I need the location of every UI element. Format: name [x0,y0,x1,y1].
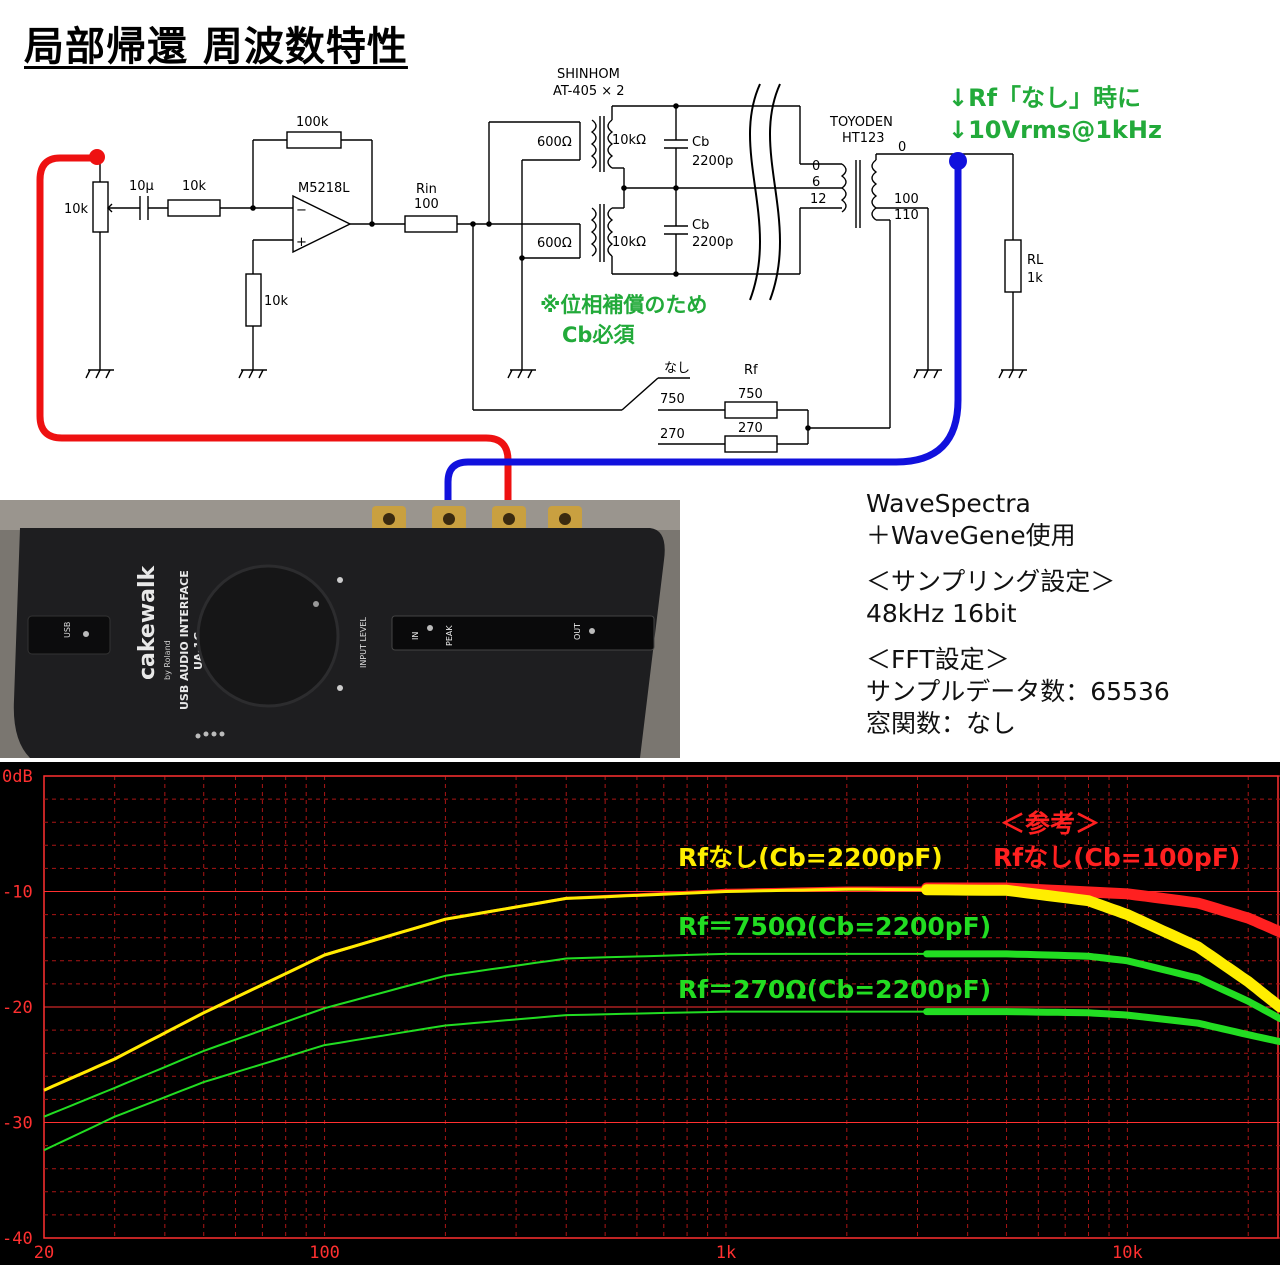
series-label-rf-750: Rf＝750Ω(Cb=2200pF) [678,912,991,941]
cb-bottom-value: 2200p [692,235,733,250]
series-label-rf-none-100pf: Rfなし(Cb=100pF) [993,843,1240,872]
x-tick-label: 10k [1112,1243,1143,1263]
red-cable [36,154,512,500]
x-tick-label: 20 [34,1243,54,1263]
switch-270-label: 270 [660,427,685,442]
series-band [923,950,1280,1023]
rca-jack [548,506,582,532]
transformer-name: SHINHOM [557,67,620,82]
coupling-cap-label: 10µ [129,179,154,194]
fft-window: 窓関数：なし [866,709,1017,738]
cb-bottom-name: Cb [692,218,709,233]
switch-750-label: 750 [660,392,685,407]
switch-none-label: なし [664,361,690,376]
brand-logo: cakewalk [135,564,160,680]
level-note-line1: ↓Rf「なし」時に [948,84,1141,112]
fft-header: ＜FFT設定＞ [866,645,1010,674]
model-line1: USB AUDIO INTERFACE [178,570,191,710]
chart-curves [43,882,1280,1152]
transformer-model: AT-405 × 2 [553,84,625,99]
input-level-knob[interactable] [196,564,340,708]
series-band [921,884,1280,1013]
rf-270-label: 270 [738,421,763,436]
notes-software-line1: WaveSpectra [866,489,1031,518]
opamp-minus: − [296,203,307,218]
rin-name: Rin [416,182,437,197]
sampling-header: ＜サンプリング設定＞ [866,567,1116,596]
secondary-imp-bottom: 10kΩ [612,235,646,250]
output-probe-point [949,152,967,170]
reference-label: ＜参考＞ [1000,809,1100,838]
usb-label: USB [63,622,72,638]
rf-750-label: 750 [738,387,763,402]
measurement-notes: WaveSpectra ＋WaveGene使用 ＜サンプリング設定＞ 48kHz… [866,488,1170,740]
primary-imp-top: 600Ω [537,135,572,150]
pot-label: 10k [64,202,89,217]
fft-samples: サンプルデータ数：65536 [866,677,1170,706]
x-tick-label: 1k [716,1243,736,1263]
compensation-note-line1: ※位相補償のため [540,293,707,317]
tap-12: 12 [810,192,827,207]
rca-jack [372,506,406,532]
cb-top-value: 2200p [692,154,733,169]
rca-jack [492,506,526,532]
series-label-rf-none-2200pf: Rfなし(Cb=2200pF) [678,843,943,872]
primary-imp-bottom: 600Ω [537,236,572,251]
peak-label: PEAK [445,625,454,646]
load-name: RL [1027,253,1044,268]
level-note-line2: ↓10Vrms@1kHz [948,116,1162,144]
y-tick-label: -10 [2,883,33,903]
tap-100: 100 [894,192,919,207]
load-value: 1k [1027,271,1043,286]
output-transformer-model: HT123 [842,131,885,146]
rf-name: Rf [744,363,758,378]
rca-jack [432,506,466,532]
compensation-note-line2: Cb必須 [562,323,635,347]
ground-res-label: 10k [264,294,289,309]
page-title: 局部帰還 周波数特性 [24,24,408,70]
tap-0-secondary: 0 [898,140,906,155]
x-tick-label: 100 [309,1243,340,1263]
y-tick-label: -20 [2,998,33,1018]
input-level-label: INPUT LEVEL [359,617,368,668]
notes-software-line2: ＋WaveGene使用 [866,521,1076,550]
series-label-rf-270: Rf＝270Ω(Cb=2200pF) [678,975,991,1004]
y-tick-label: 0dB [2,767,33,787]
in-label: IN [411,632,420,640]
circuit-schematic: 10k 10µ 10k 100k M5218L − + 10k Rin 100 … [36,67,1162,500]
sampling-value: 48kHz 16bit [866,599,1017,628]
y-tick-label: -30 [2,1114,33,1134]
tap-0-primary: 0 [812,159,820,174]
y-tick-label: -40 [2,1229,33,1249]
secondary-imp-top: 10kΩ [612,133,646,148]
series-band [923,1008,1280,1046]
input-res-label: 10k [182,179,207,194]
blue-cable [444,164,962,500]
cb-top-name: Cb [692,135,709,150]
tap-110: 110 [894,208,919,223]
rin-value: 100 [414,197,439,212]
audio-interface-photo: USB cakewalk by Roland USB AUDIO INTERFA… [0,500,680,758]
output-transformer-name: TOYODEN [829,115,893,130]
opamp-plus: + [296,235,307,250]
tap-6: 6 [812,175,820,190]
opamp-label: M5218L [298,181,350,196]
input-probe-point [89,149,105,165]
feedback-res-label: 100k [296,115,329,130]
brand-sub: by Roland [163,640,172,680]
out-label: OUT [573,623,582,640]
